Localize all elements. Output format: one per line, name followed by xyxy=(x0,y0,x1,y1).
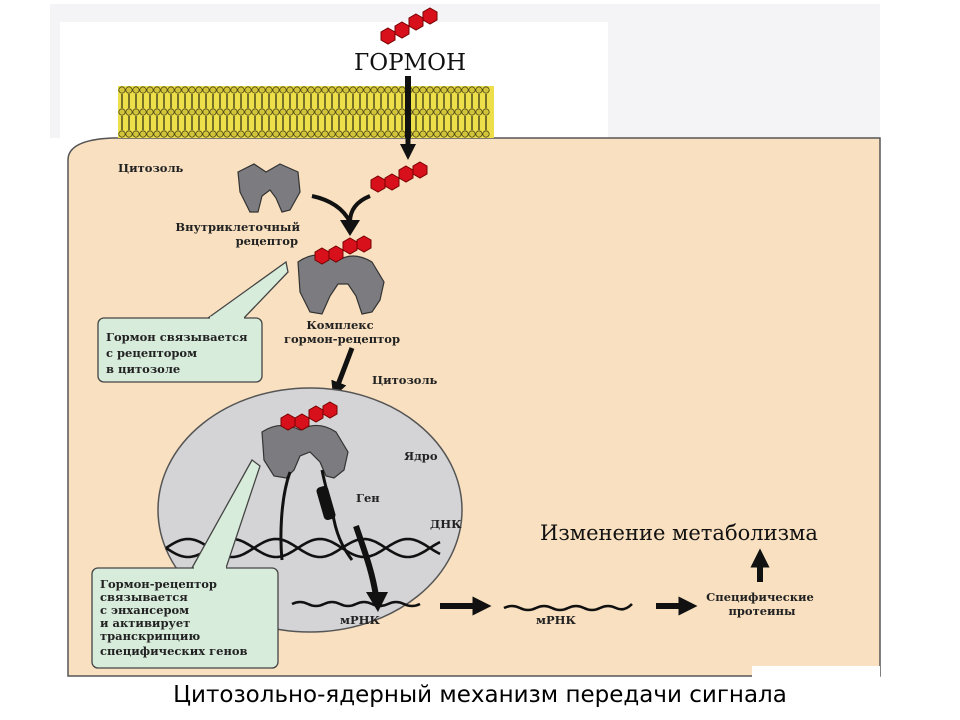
intracellular-receptor xyxy=(237,163,301,213)
binding-arrow-right xyxy=(348,194,371,223)
dna-loop-left xyxy=(279,471,292,561)
hormone-label: ГОРМОН xyxy=(354,50,466,76)
callout-binding xyxy=(97,260,289,383)
gene-label: Ген xyxy=(356,491,380,505)
mrna-nucleus-label: мРНК xyxy=(340,613,381,627)
dna-label: ДНК xyxy=(430,517,462,531)
hormone-molecule-cytosol xyxy=(370,161,428,193)
intracellular-receptor-label: Внутриклеточный рецептор xyxy=(175,220,304,248)
callout-enhancer-text: Гормон-рецептор связывается с энхансером… xyxy=(100,577,248,658)
cytosol-label-top: Цитозоль xyxy=(118,161,184,175)
hormone-receptor-complex xyxy=(297,235,385,315)
mrna-in-cytosol xyxy=(503,603,633,612)
slide-caption: Цитозольно-ядерный механизм передачи сиг… xyxy=(173,682,787,708)
hormone-molecule-outside xyxy=(380,7,438,45)
cytosol-label-mid: Цитозоль xyxy=(372,373,438,387)
callout-binding-text: Гормон связывается с рецептором в цитозо… xyxy=(106,330,252,376)
complex-to-nucleus-arrow xyxy=(331,347,355,398)
nucleus-label: Ядро xyxy=(404,449,438,463)
complex-label: Комплекс гормон-рецептор xyxy=(284,318,400,346)
binding-arrow-left xyxy=(311,194,352,223)
transcription-arrow xyxy=(353,525,379,597)
bottom-white-strip xyxy=(752,666,880,680)
complex-on-dna xyxy=(261,401,349,479)
transcription-arrow-head xyxy=(366,592,388,612)
callout-enhancer xyxy=(91,459,279,669)
cell-membrane xyxy=(118,86,494,138)
gene-segment xyxy=(316,485,336,521)
binding-arrow-head xyxy=(340,220,360,236)
proteins-label: Специфические протеины xyxy=(706,590,818,618)
mrna-in-nucleus xyxy=(291,600,421,608)
metabolism-label: Изменение метаболизма xyxy=(540,521,818,545)
mrna-cytosol-label: мРНК xyxy=(536,613,577,627)
